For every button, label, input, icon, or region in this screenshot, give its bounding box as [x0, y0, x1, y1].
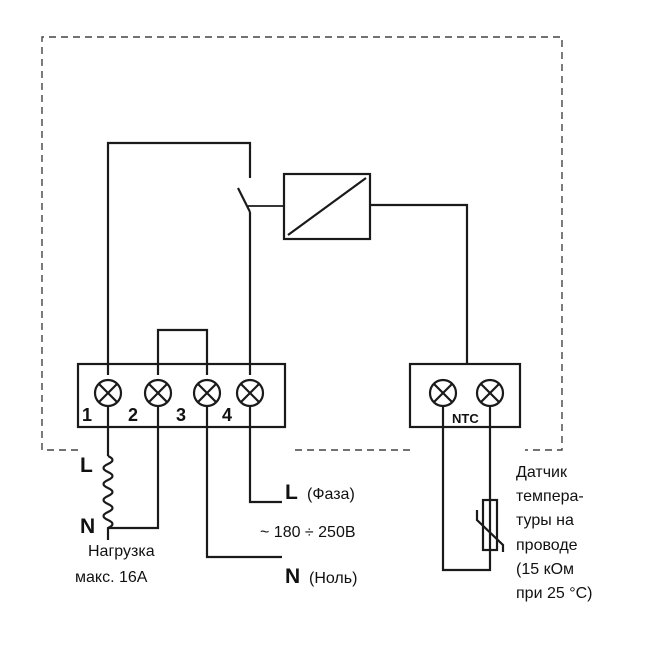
device-enclosure — [41, 36, 563, 451]
sensor-caption-line4: проводе — [516, 537, 578, 554]
ntc-screw-left — [428, 378, 458, 408]
ntc-label: NTC — [452, 411, 479, 426]
ntc-terminal-block — [408, 362, 522, 429]
load-caption-line2: макс. 16А — [75, 569, 148, 586]
terminal-label-4: 4 — [222, 405, 232, 425]
voltage-label: ~ 180 ÷ 250В — [260, 524, 356, 541]
neutral-letter: N — [285, 565, 300, 588]
sensor-wiring — [441, 406, 492, 572]
main-terminal-block — [76, 362, 287, 429]
terminal-screw-2 — [143, 378, 173, 408]
sensor-caption-line1: Датчик — [516, 464, 568, 481]
load-n-label: N — [80, 515, 95, 538]
internal-wiring — [106, 141, 469, 375]
neutral-label: (Ноль) — [309, 570, 357, 587]
terminal-screw-1 — [93, 378, 123, 408]
phase-letter: L — [285, 481, 298, 504]
terminal-screw-4 — [235, 378, 265, 408]
terminal-label-3: 3 — [176, 405, 186, 425]
sensor-caption-line6: при 25 °С) — [516, 585, 592, 602]
sensor-caption-line2: темпера- — [516, 488, 584, 505]
load-caption-line1: Нагрузка — [88, 543, 155, 560]
load-wiring — [102, 406, 160, 540]
supply-wiring — [205, 406, 282, 559]
terminal-screw-3 — [192, 378, 222, 408]
ntc-screw-right — [475, 378, 505, 408]
terminal-label-1: 1 — [82, 405, 92, 425]
load-l-label: L — [80, 454, 93, 477]
sensor-caption-line3: туры на — [516, 512, 574, 529]
relay-contact — [237, 187, 251, 213]
thermistor-icon — [475, 498, 505, 552]
load-coil — [102, 454, 114, 540]
terminal-label-2: 2 — [128, 405, 138, 425]
relay-coil — [282, 172, 372, 241]
phase-label: (Фаза) — [307, 486, 355, 503]
sensor-caption-line5: (15 кОм — [516, 561, 574, 578]
jumper-2-3 — [156, 328, 209, 375]
